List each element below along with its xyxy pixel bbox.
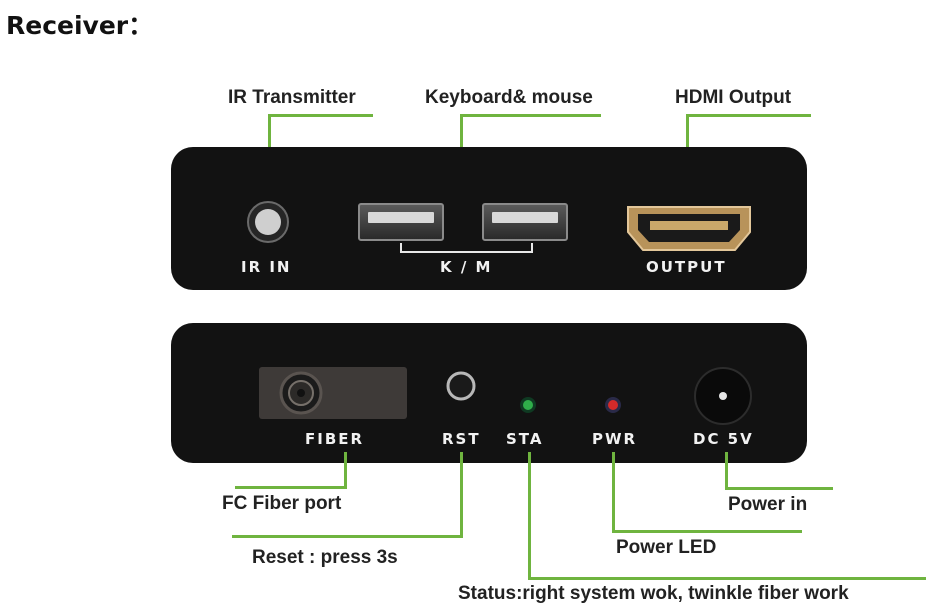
hdmi-output-label: HDMI Output — [675, 87, 792, 108]
power-in-callout-line-h — [725, 487, 833, 490]
hdmi-callout-line-v — [686, 114, 689, 178]
km-bracket — [400, 243, 533, 253]
fc-fiber-port-label: FC Fiber port — [222, 493, 342, 514]
ir-in-label: IR IN — [241, 258, 292, 276]
keyboard-mouse-label: Keyboard& mouse — [425, 87, 593, 108]
hdmi-callout-line-h — [687, 114, 811, 117]
fiber-label: FIBER — [305, 430, 365, 448]
usb-port-1 — [358, 203, 444, 241]
pwr-led — [605, 397, 621, 413]
dc-jack — [694, 367, 752, 425]
ir-callout-line-v — [268, 114, 271, 178]
sta-label: STA — [506, 430, 544, 448]
power-led-label: Power LED — [616, 537, 717, 558]
ir-transmitter-label: IR Transmitter — [228, 87, 356, 108]
fiber-callout-line-h — [235, 486, 347, 489]
rst-label: RST — [442, 430, 481, 448]
output-label: OUTPUT — [646, 258, 727, 276]
dc-label: DC 5V — [693, 430, 754, 448]
power-in-callout-line-v — [725, 452, 728, 489]
usb-port-2 — [482, 203, 568, 241]
fiber-callout-line-v — [344, 452, 347, 488]
reset-label: Reset : press 3s — [252, 547, 398, 568]
pwr-label: PWR — [592, 430, 638, 448]
power-led-callout-line-h — [612, 530, 802, 533]
page-title: Receiver： — [6, 11, 154, 40]
ir-in-jack — [247, 201, 289, 243]
power-led-callout-line-v — [612, 452, 615, 532]
km-callout-line-v — [460, 114, 463, 178]
status-label: Status:right system wok, twinkle fiber w… — [458, 583, 849, 604]
ir-callout-line-h — [269, 114, 373, 117]
sta-led — [520, 397, 536, 413]
fiber-port — [259, 367, 407, 419]
status-callout-line-v — [528, 452, 531, 579]
reset-callout-line-v — [460, 452, 463, 537]
hdmi-port — [627, 206, 751, 251]
km-callout-line-h — [461, 114, 601, 117]
reset-button — [446, 371, 476, 401]
power-in-label: Power in — [728, 494, 808, 515]
km-label: K / M — [440, 258, 493, 276]
status-callout-line-h — [528, 577, 926, 580]
reset-callout-line-h — [232, 535, 463, 538]
